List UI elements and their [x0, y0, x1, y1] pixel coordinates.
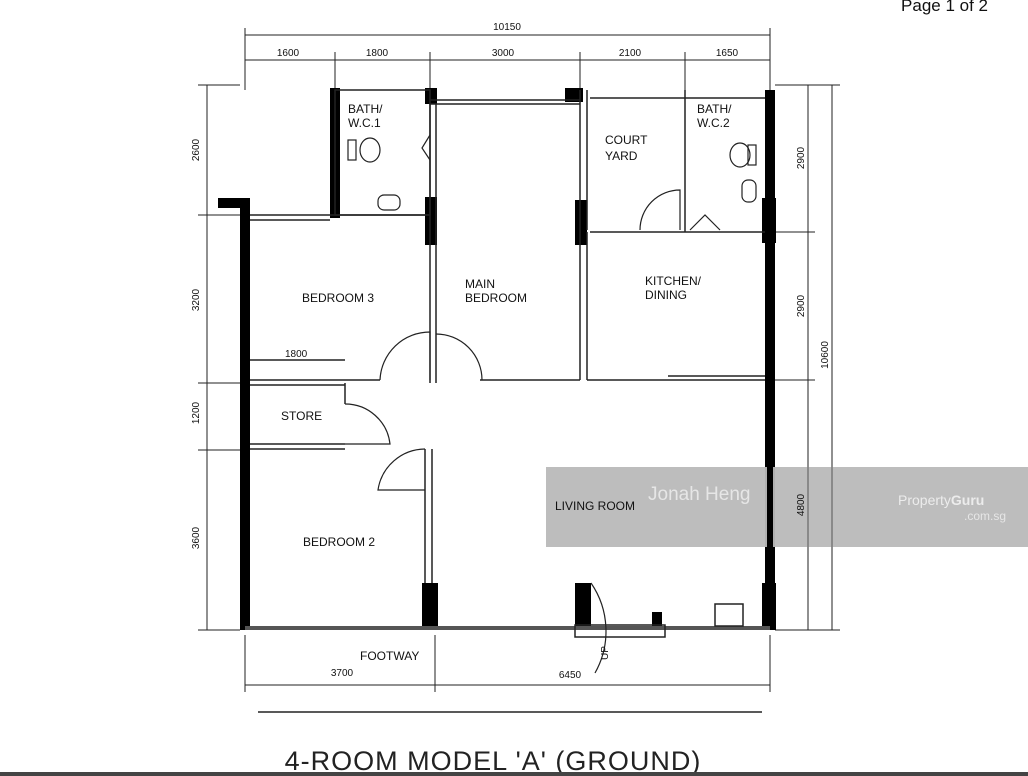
label-bath1: BATH/	[348, 102, 383, 116]
watermark: 4800 LIVING ROOM Jonah Heng PropertyGuru…	[546, 467, 1028, 547]
watermark-brand: Property	[898, 492, 951, 508]
dim-left: 1200	[191, 401, 202, 424]
label-footway: FOOTWAY	[360, 649, 419, 663]
dim-overall-width: 10150	[493, 22, 521, 33]
label-living-room: LIVING ROOM	[555, 499, 635, 513]
right-dimensions: 2900 2900 10600	[775, 84, 840, 631]
watermark-domain: .com.sg	[964, 509, 1006, 523]
watermark-agent: Jonah Heng	[648, 484, 750, 505]
dim-right: 2900	[796, 294, 807, 317]
label-courtyard-2: YARD	[605, 149, 638, 163]
label-bedroom-2: BEDROOM 2	[303, 535, 375, 549]
partitions	[250, 89, 765, 638]
label-up: UP	[600, 646, 611, 660]
page-indicator: Page 1 of 2	[901, 0, 988, 15]
label-bedroom-3: BEDROOM 3	[302, 291, 374, 305]
label-store-dim: 1800	[285, 349, 308, 360]
doors	[344, 134, 721, 674]
watermark-brand-bold: Guru	[951, 492, 984, 508]
dim-left: 3600	[191, 526, 202, 549]
dim-overall-height: 10600	[820, 341, 831, 369]
label-bath1-wc: W.C.1	[348, 116, 381, 130]
fixtures	[347, 137, 757, 211]
room-labels: BATH/ W.C.1 BATH/ W.C.2 COURT YARD MAIN …	[281, 102, 732, 663]
label-bath2-wc: W.C.2	[697, 116, 730, 130]
dim-top: 2100	[619, 48, 642, 59]
bottom-edge	[0, 772, 1028, 776]
dim-bottom: 6450	[559, 670, 582, 681]
label-kitchen: KITCHEN/	[645, 274, 702, 288]
plan-title: 4-ROOM MODEL 'A' (GROUND)	[285, 746, 702, 776]
svg-text:PropertyGuru: PropertyGuru	[898, 492, 984, 508]
dim-top: 1600	[277, 48, 300, 59]
label-dining: DINING	[645, 288, 687, 302]
left-dimensions: 2600 3200 1200 3600	[191, 84, 245, 631]
dim-top: 3000	[492, 48, 515, 59]
dim-top: 1650	[716, 48, 739, 59]
dim-right: 2900	[796, 146, 807, 169]
top-dimensions: 10150 1600 1800 3000 2100 1650	[244, 22, 771, 90]
label-store: STORE	[281, 409, 322, 423]
dim-top: 1800	[366, 48, 389, 59]
label-main-bedroom-2: BEDROOM	[465, 291, 527, 305]
dim-left: 3200	[191, 288, 202, 311]
dim-left: 2600	[191, 138, 202, 161]
bottom-dimensions: 3700 6450	[244, 635, 771, 692]
dim-bottom: 3700	[331, 668, 354, 679]
label-main-bedroom: MAIN	[465, 277, 495, 291]
dim-right: 4800	[796, 493, 807, 516]
label-courtyard: COURT	[605, 133, 648, 147]
label-bath2: BATH/	[697, 102, 732, 116]
